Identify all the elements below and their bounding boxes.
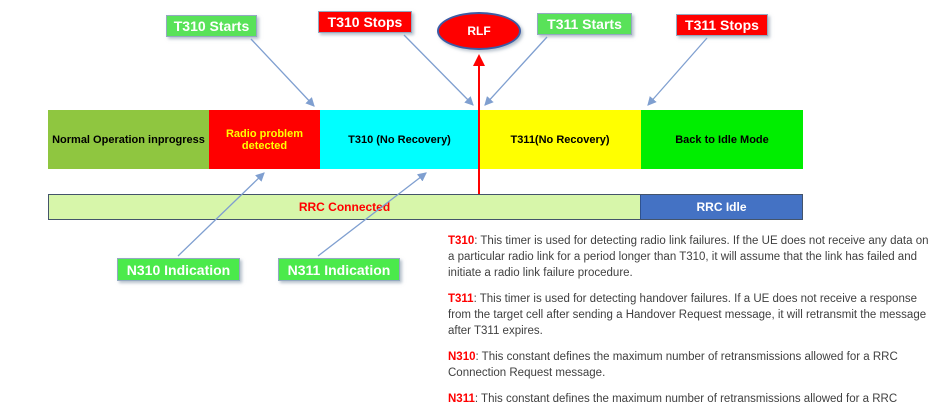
callout-n310-indication: N310 Indication [117,258,240,281]
rrc-connected-cell: RRC Connected [49,195,640,219]
segment-normal-operation: Normal Operation inprogress [48,110,209,169]
description-n310: N310: This constant defines the maximum … [448,349,936,381]
segment-back-to-idle: Back to Idle Mode [641,110,803,169]
description-t310-text: : This timer is used for detecting radio… [448,235,929,279]
callout-n311-indication: N311 Indication [278,258,400,281]
description-t310: T310: This timer is used for detecting r… [448,233,936,281]
callout-t310-stops: T310 Stops [318,11,412,33]
description-n311-term: N311 [448,393,475,405]
rrc-idle-cell: RRC Idle [640,195,802,219]
description-t311-term: T311 [448,293,474,305]
callout-t311-stops: T311 Stops [676,14,768,36]
description-n311-text: : This constant defines the maximum numb… [474,393,898,405]
description-n311: N311: This constant defines the maximum … [448,391,936,408]
description-n310-text: : This constant defines the maximum numb… [448,351,898,379]
segment-radio-problem: Radio problem detected [209,110,320,169]
description-n310-term: N310 [448,351,476,363]
description-t310-term: T310 [448,235,475,247]
description-t311-text: : This timer is used for detecting hando… [448,293,927,337]
segment-t311-no-recovery: T311(No Recovery) [479,110,641,169]
rrc-state-bar: RRC Connected RRC Idle [48,194,803,220]
timeline-bar: Normal Operation inprogress Radio proble… [48,110,803,169]
arrow-t310-starts [250,38,315,107]
segment-t310-no-recovery: T310 (No Recovery) [320,110,479,169]
callout-t310-starts: T310 Starts [166,15,257,37]
arrow-t311-stops [647,37,708,106]
timer-descriptions: T310: This timer is used for detecting r… [448,233,936,408]
callout-t311-starts: T311 Starts [537,13,632,35]
description-t311: T311: This timer is used for detecting h… [448,291,936,339]
rlf-ellipse: RLF [437,12,521,50]
